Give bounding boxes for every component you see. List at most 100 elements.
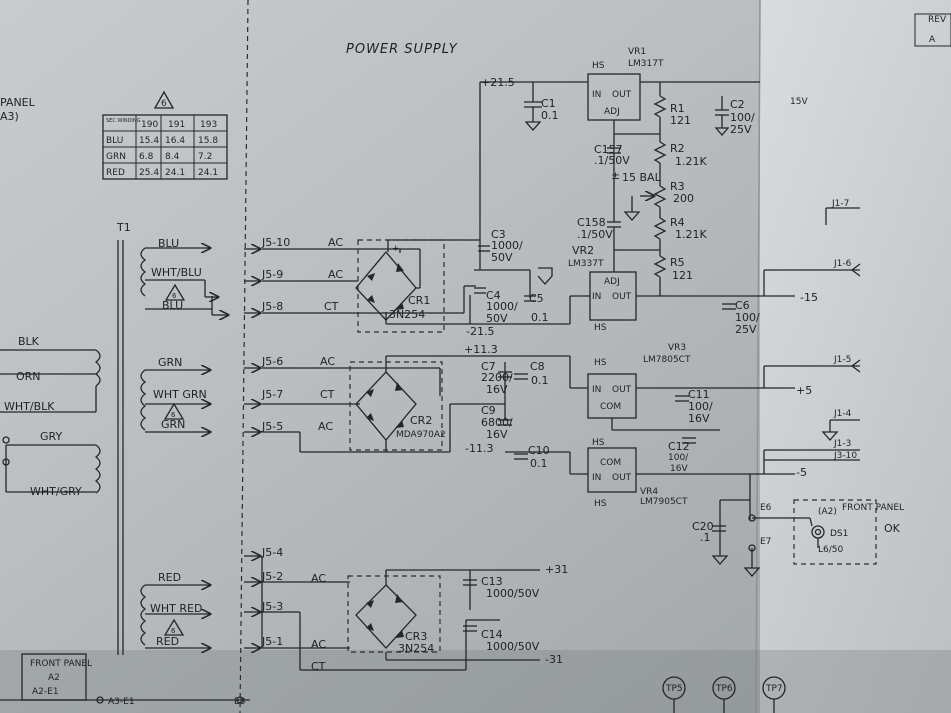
svg-text:HS: HS [594, 499, 607, 509]
rail-labels: +21.5 -21.5 +11.3 -11.3 +31 -31 -15 +5 -… [464, 76, 818, 666]
svg-text:-5: -5 [796, 466, 807, 479]
svg-text:16V: 16V [670, 464, 688, 474]
svg-text:L6/50: L6/50 [818, 545, 843, 555]
svg-text:OK: OK [884, 522, 901, 535]
svg-text:VR2: VR2 [572, 244, 594, 257]
svg-text:6: 6 [171, 627, 176, 635]
warning-triangle-icon [164, 283, 186, 301]
rectifier-ref: CR2 [410, 414, 432, 427]
wire-label: WHT/BLK [4, 400, 55, 413]
svg-text:J5-9: J5-9 [261, 268, 283, 281]
svg-text:VR4: VR4 [640, 487, 658, 497]
svg-text:-31: -31 [545, 653, 563, 666]
svg-text:C1: C1 [541, 97, 556, 110]
svg-text:VR3: VR3 [668, 343, 686, 353]
table-cell: 24.1 [198, 168, 218, 178]
page-title: POWER SUPPLY [346, 42, 458, 57]
svg-text:AC: AC [328, 268, 343, 281]
svg-text:J5-2: J5-2 [261, 570, 283, 583]
svg-text:A2: A2 [48, 673, 60, 683]
bridge-rectifier-cr3: CR3 3N254 [347, 575, 441, 655]
svg-text:6: 6 [172, 292, 177, 300]
rectifier-part: 3N254 [389, 308, 425, 321]
table-cell: 25.4 [139, 168, 159, 178]
table-cell: 7.2 [198, 152, 212, 162]
svg-text:+11.3: +11.3 [464, 343, 498, 356]
svg-text:CT: CT [311, 660, 326, 673]
svg-text:+: + [392, 244, 400, 254]
panel-header: PANEL [0, 96, 36, 109]
rectifier-ref: CR1 [408, 294, 430, 307]
secondary-winding-blu: BLU WHT/BLU BLU 6 [140, 237, 228, 315]
svg-text:IN: IN [592, 90, 601, 100]
svg-text:0.1: 0.1 [531, 374, 549, 387]
test-points: TP5 TP6 TP7 [662, 676, 786, 713]
bridge-rectifier-cr1: + CR1 3N254 [355, 239, 445, 333]
svg-text:C11: C11 [688, 388, 710, 401]
svg-text:100/: 100/ [735, 311, 760, 324]
svg-text:1.21K: 1.21K [675, 155, 707, 168]
svg-text:100/: 100/ [688, 400, 713, 413]
wire-label: BLK [18, 335, 40, 348]
svg-text:FRONT PANEL: FRONT PANEL [30, 659, 92, 669]
svg-text:AC: AC [328, 236, 343, 249]
table-cell: 8.4 [165, 152, 180, 162]
svg-text:A2-E1: A2-E1 [32, 687, 59, 697]
table-cell: 24.1 [165, 168, 185, 178]
regulator-vr3: HS VR3 LM7805CT IN OUT COM [587, 343, 795, 431]
svg-text:E7: E7 [760, 537, 771, 547]
svg-text:R4: R4 [670, 216, 685, 229]
svg-text:AC: AC [318, 420, 333, 433]
front-panel-left: FRONT PANEL A2 A2-E1 A3-E1 E8 [21, 653, 246, 707]
svg-text:CT: CT [324, 300, 339, 313]
svg-text:BLU: BLU [162, 299, 183, 312]
svg-text:-11.3: -11.3 [465, 442, 493, 455]
svg-text:J5-5: J5-5 [261, 420, 283, 433]
svg-text:R5: R5 [670, 256, 685, 269]
svg-text:IN: IN [592, 292, 601, 302]
svg-text:J5-8: J5-8 [261, 300, 283, 313]
svg-text:OUT: OUT [612, 292, 632, 302]
svg-text:RED: RED [158, 571, 181, 584]
table-cell: BLU [106, 136, 123, 146]
table-cell: RED [106, 168, 125, 178]
svg-text:BLU: BLU [158, 237, 179, 250]
svg-text:VR1: VR1 [628, 47, 646, 57]
regulator-vr1: HS VR1 LM317T IN OUT ADJ 15V [587, 47, 808, 134]
connector-arrows [244, 249, 260, 648]
transformer-label: T1 [116, 221, 131, 234]
svg-text:C157: C157 [594, 143, 623, 156]
svg-text:C8: C8 [530, 360, 545, 373]
table-cell: 15.4 [139, 136, 159, 146]
wire-label: ORN [16, 370, 41, 383]
svg-text:IN: IN [592, 385, 601, 395]
svg-text:E8: E8 [234, 697, 246, 707]
bridge-rectifier-cr2: CR2 MDA970A2 [349, 361, 446, 451]
svg-text:(A2): (A2) [818, 507, 837, 517]
capacitor-symbols [463, 96, 736, 632]
rectifier-part: MDA970A2 [396, 430, 446, 440]
svg-text:HS: HS [592, 438, 605, 448]
svg-text:200: 200 [673, 192, 694, 205]
transformer-core [117, 240, 124, 655]
svg-text:C158: C158 [577, 216, 606, 229]
warning-triangle-icon: 6 [153, 90, 175, 109]
svg-text:16V: 16V [486, 428, 508, 441]
svg-text:GRN: GRN [158, 356, 182, 369]
svg-text:WHT/BLU: WHT/BLU [151, 266, 202, 279]
primary-winding: BLK ORN WHT/BLK GRY WHT/GRY [0, 335, 101, 498]
secondary-winding-grn: GRN WHT GRN GRN 6 [140, 356, 210, 432]
svg-text:R3: R3 [670, 180, 685, 193]
wire-label: WHT/GRY [30, 485, 82, 498]
svg-text:1.21K: 1.21K [675, 228, 707, 241]
svg-text:OUT: OUT [612, 90, 632, 100]
balance-label: 15 BAL [622, 171, 662, 184]
svg-text:2200/: 2200/ [481, 371, 513, 384]
paper-right-fold [760, 0, 951, 713]
capacitor-labels: C1 0.1 C2 100/ 25V C3 1000/ 50V C4 1000/… [481, 97, 760, 653]
svg-text:TP5: TP5 [665, 684, 683, 694]
svg-text:DS1: DS1 [830, 529, 848, 539]
svg-text:RED: RED [156, 635, 179, 648]
